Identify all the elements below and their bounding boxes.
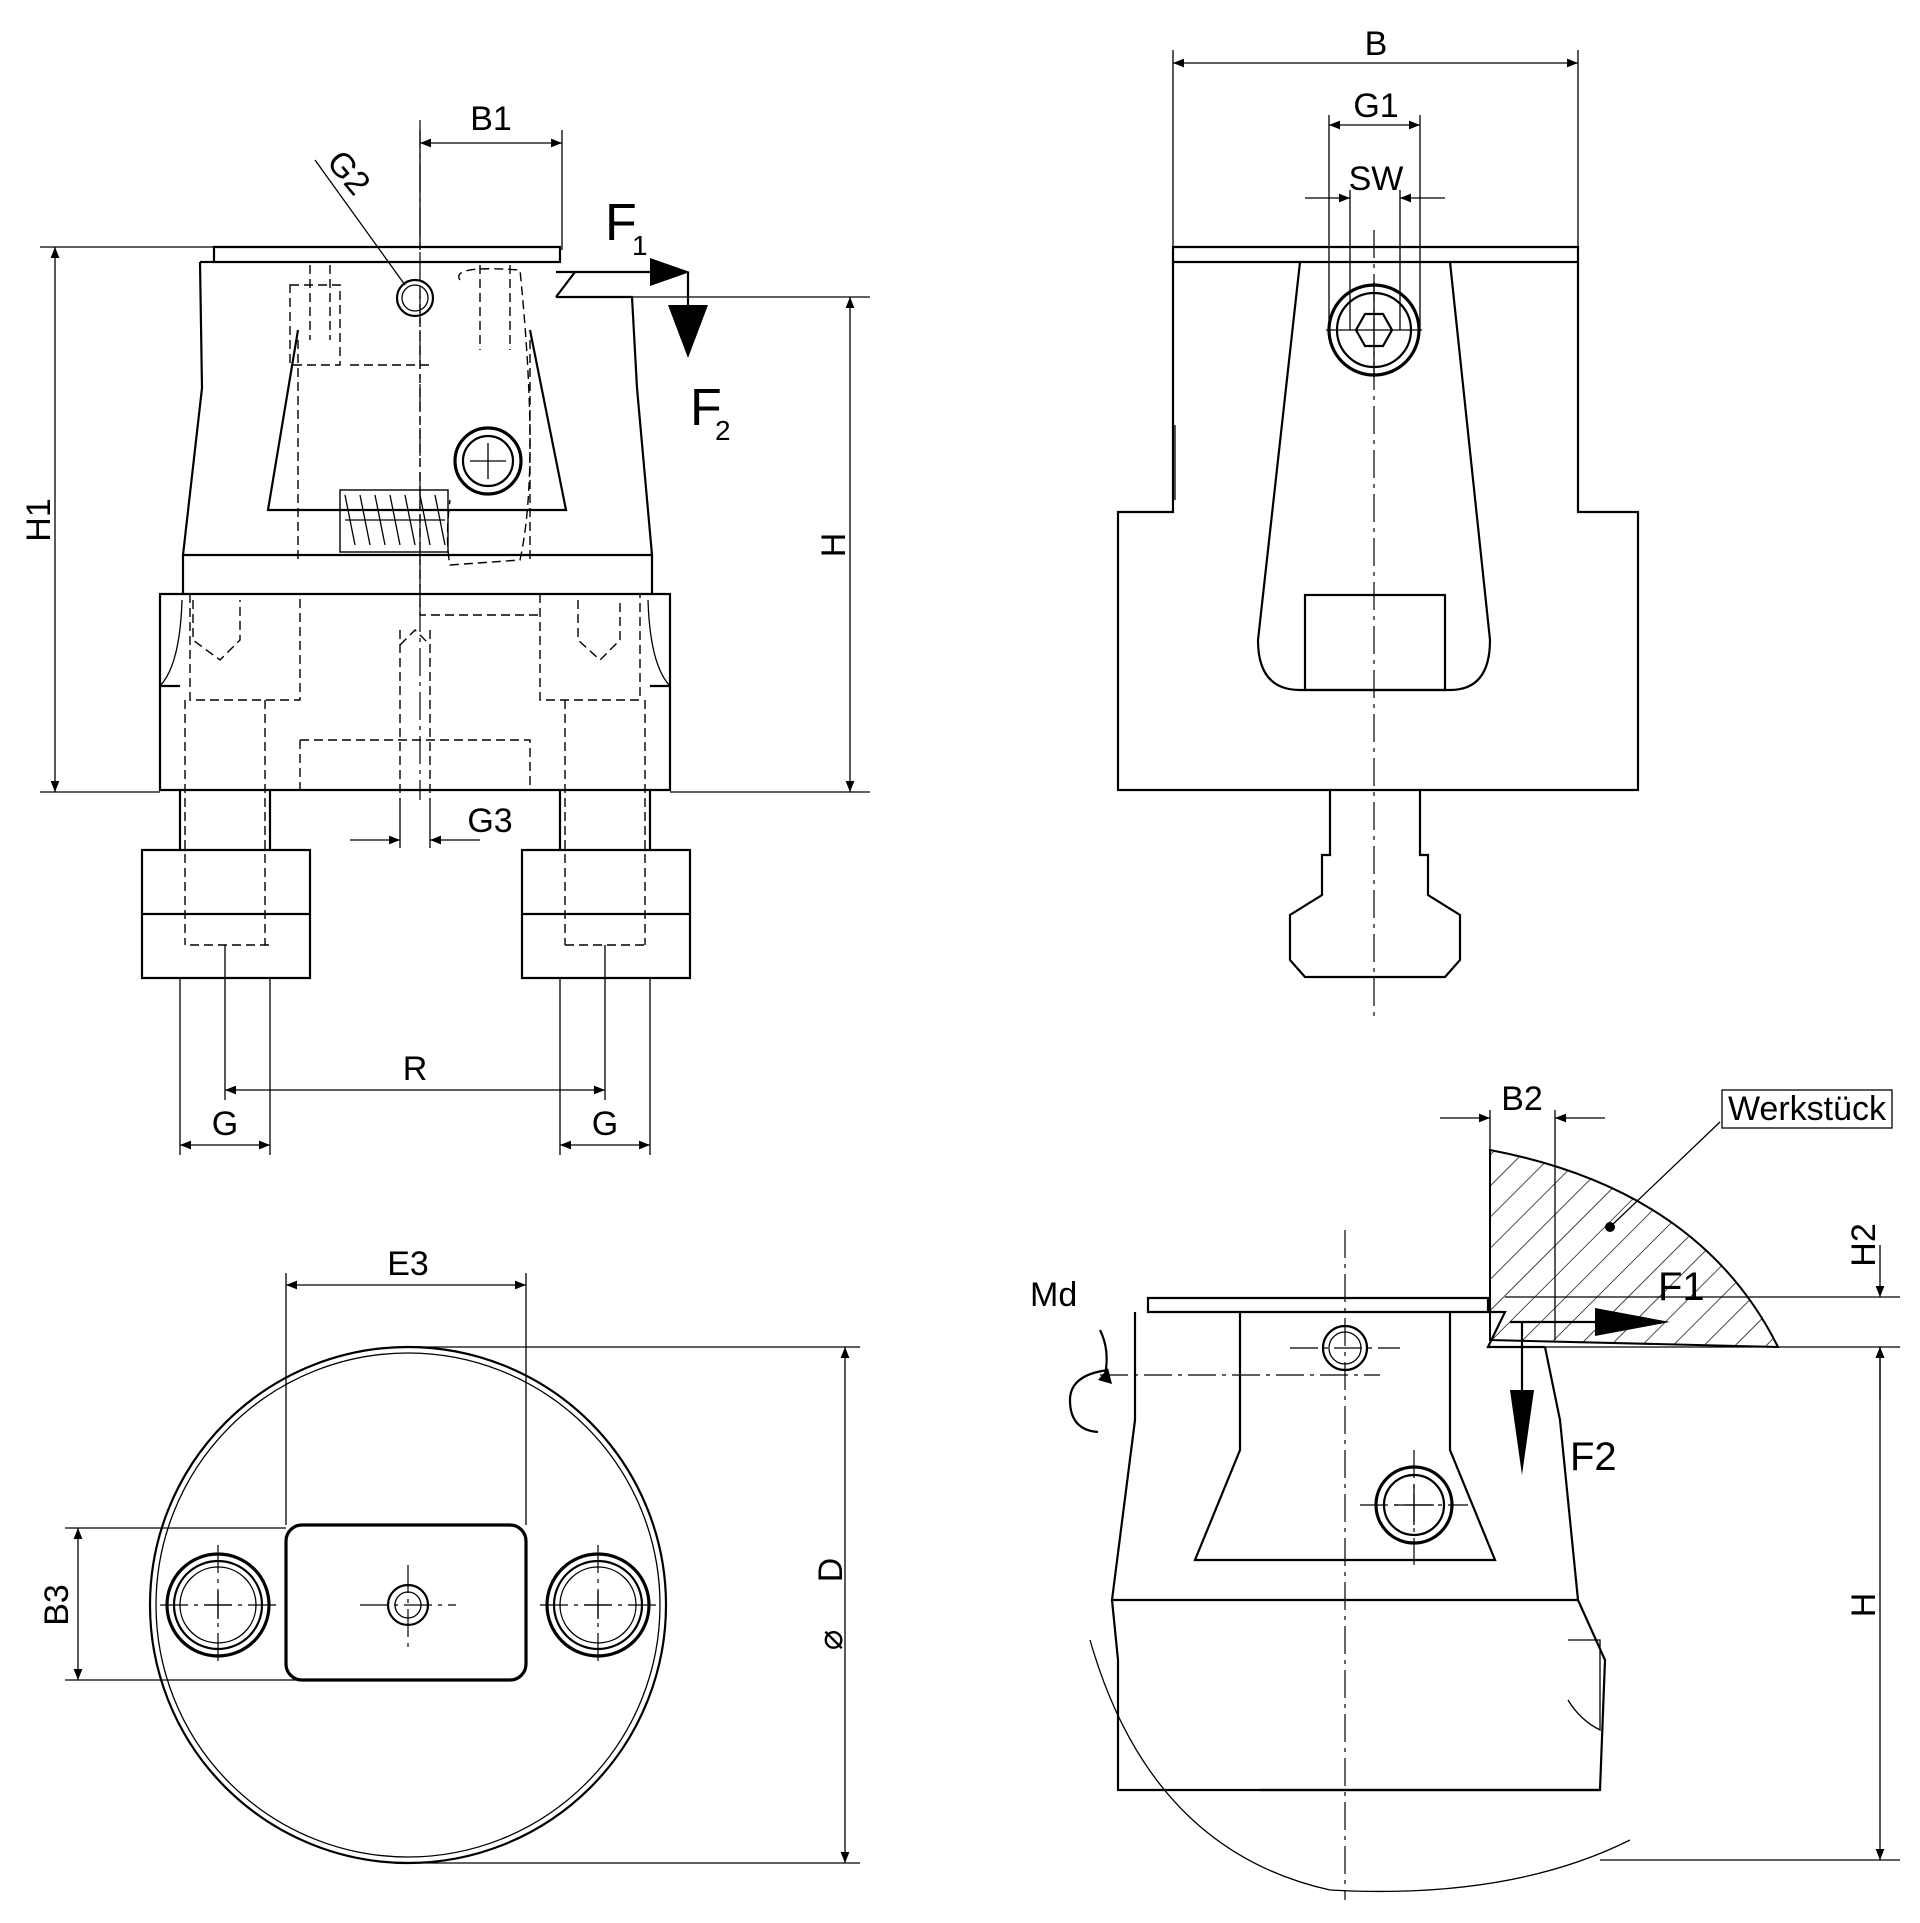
sw-label: SW bbox=[1349, 160, 1404, 198]
e3-label: E3 bbox=[387, 1245, 429, 1283]
f1-detail-label: F1 bbox=[1658, 1265, 1705, 1309]
b2-label: B2 bbox=[1501, 1080, 1543, 1118]
h1-label: H1 bbox=[20, 498, 58, 541]
b-label: B bbox=[1365, 25, 1388, 63]
md-label: Md bbox=[1030, 1276, 1077, 1314]
h2-label: H2 bbox=[1845, 1223, 1883, 1266]
side-view: B G1 SW bbox=[1116, 25, 1640, 1020]
f1-label: F bbox=[605, 194, 637, 252]
f2-label: F bbox=[690, 379, 722, 437]
b1-label: B1 bbox=[470, 100, 512, 138]
f2-detail-label: F2 bbox=[1570, 1435, 1617, 1479]
g-left-label: G bbox=[212, 1105, 238, 1143]
r-label: R bbox=[403, 1050, 428, 1088]
h-front-label: H bbox=[815, 533, 853, 558]
b3-label: B3 bbox=[38, 1584, 76, 1626]
g1-label: G1 bbox=[1353, 87, 1398, 125]
g-right-label: G bbox=[592, 1105, 618, 1143]
f2-subscript: 2 bbox=[715, 415, 731, 446]
g3-label: G3 bbox=[467, 802, 512, 840]
detail-view: Md B2 Werkstück H2 F1 F2 H bbox=[1030, 1080, 1900, 1900]
workpiece-section bbox=[1489, 1148, 1780, 1349]
g2-label: G2 bbox=[319, 143, 377, 202]
werkstueck-label: Werkstück bbox=[1728, 1090, 1887, 1128]
bottom-view: E3 B3 ⌀ D bbox=[38, 1245, 860, 1865]
diameter-symbol: ⌀ bbox=[812, 1630, 850, 1650]
f1-subscript: 1 bbox=[632, 230, 648, 261]
h-detail-label: H bbox=[1845, 1593, 1883, 1618]
front-view: B1 G2 F 1 F 2 H1 H G3 R G G bbox=[20, 100, 870, 1155]
d-label: D bbox=[812, 1558, 850, 1583]
